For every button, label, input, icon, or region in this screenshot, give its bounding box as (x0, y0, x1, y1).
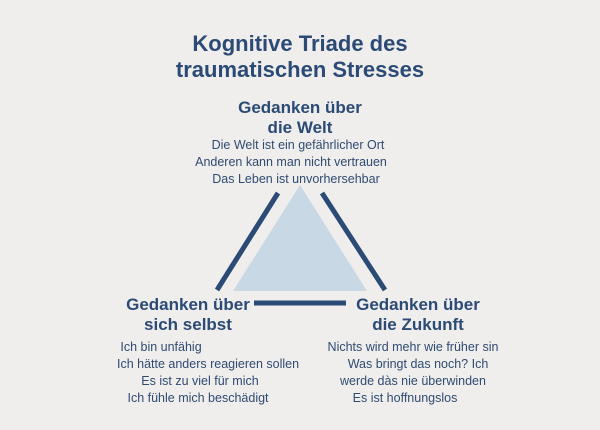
heading-line-2: die Zukunft (372, 315, 464, 334)
world-item: Die Welt ist ein gefährlicher Ort (211, 138, 385, 152)
central-triangle (233, 185, 367, 291)
self-item: Ich fühle mich beschädigt (127, 391, 269, 405)
heading-line-1: Gedanken über (356, 295, 480, 314)
world-item: Das Leben ist unvorhersehbar (212, 172, 380, 186)
node-self-heading: Gedanken über sich selbst (126, 295, 250, 335)
heading-line-1: Gedanken über (126, 295, 250, 314)
self-item: Es ist zu viel für mich (141, 374, 259, 388)
title-line-2: traumatischen Stresses (175, 57, 425, 82)
future-item: Was bringt das noch? Ich (347, 357, 489, 371)
node-world-heading: Gedanken über die Welt (238, 98, 362, 138)
future-item: Es ist hoffnungslos (352, 391, 458, 405)
future-item: Nichts wird mehr wie früher sin (327, 340, 499, 354)
heading-line-1: Gedanken über (238, 98, 362, 117)
heading-line-2: sich selbst (144, 315, 232, 334)
title-line-1: Kognitive Triade des (192, 31, 408, 56)
self-item: Ich bin unfähig (120, 340, 202, 354)
world-item: Anderen kann man nicht vertrauen (195, 155, 387, 169)
self-item: Ich hätte anders reagieren sollen (116, 357, 300, 371)
connector-world-self (214, 191, 281, 292)
future-item: werde dàs nie überwinden (340, 374, 486, 388)
connector-world-future (319, 191, 388, 292)
heading-line-2: die Welt (267, 118, 333, 137)
node-future-heading: Gedanken über die Zukunft (356, 295, 480, 335)
diagram-title: Kognitive Triade des traumatischen Stres… (176, 31, 424, 83)
